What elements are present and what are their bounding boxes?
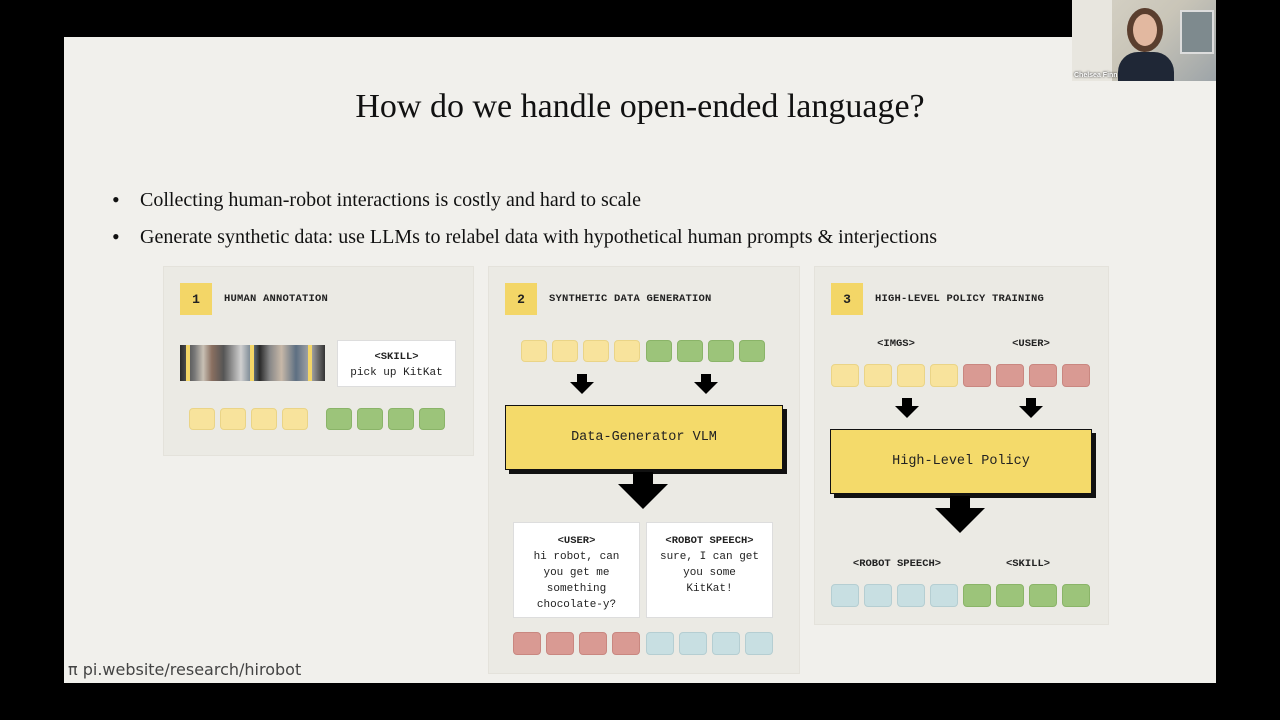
image-token (189, 408, 215, 430)
skill-token (419, 408, 445, 430)
user-text: hi robot, can you get me something choco… (533, 551, 620, 611)
bullet-item: Collecting human-robot interactions is c… (112, 186, 937, 223)
robot-speech-token (897, 584, 925, 607)
bullet-list: Collecting human-robot interactions is c… (112, 186, 937, 260)
footer-link: π pi.website/research/hirobot (68, 660, 302, 679)
skill-token (996, 584, 1024, 607)
skill-token (739, 340, 765, 362)
robot-speech-token (831, 584, 859, 607)
image-token (521, 340, 547, 362)
user-label: <USER> (1012, 338, 1050, 350)
image-token (583, 340, 609, 362)
skill-token (326, 408, 352, 430)
robot-speech-tag: <ROBOT SPEECH> (665, 535, 754, 547)
panel-number: 1 (180, 283, 212, 315)
user-token (1062, 364, 1090, 387)
skill-token (1062, 584, 1090, 607)
panel-title: HIGH-LEVEL POLICY TRAINING (875, 293, 1045, 305)
robot-speech-token (745, 632, 773, 655)
panel-number: 3 (831, 283, 863, 315)
skill-token (677, 340, 703, 362)
user-token (612, 632, 640, 655)
skill-token (708, 340, 734, 362)
image-token (614, 340, 640, 362)
panel-title: HUMAN ANNOTATION (224, 293, 329, 305)
user-token (513, 632, 541, 655)
image-token (831, 364, 859, 387)
image-token (220, 408, 246, 430)
robot-speech-label: <ROBOT SPEECH> (852, 558, 942, 570)
slide-title: How do we handle open-ended language? (355, 88, 925, 125)
user-token (996, 364, 1024, 387)
bullet-item: Generate synthetic data: use LLMs to rel… (112, 223, 937, 260)
user-token (546, 632, 574, 655)
robot-speech-text: sure, I can get you some KitKat! (659, 551, 760, 595)
skill-token (1029, 584, 1057, 607)
robot-speech-token (930, 584, 958, 607)
panel-number: 2 (505, 283, 537, 315)
user-token (1029, 364, 1057, 387)
skill-tag: <SKILL> (374, 351, 419, 363)
image-token (251, 408, 277, 430)
robot-image-strip (180, 345, 325, 381)
robot-speech-token (864, 584, 892, 607)
panel-title: SYNTHETIC DATA GENERATION (549, 293, 712, 305)
robot-speech-token (679, 632, 707, 655)
skill-text: pick up KitKat (350, 367, 443, 379)
user-card: <USER> hi robot, can you get me somethin… (513, 522, 640, 618)
image-token (864, 364, 892, 387)
imgs-label: <IMGS> (877, 338, 915, 350)
data-generator-vlm-box: Data-Generator VLM (505, 405, 783, 470)
user-tag: <USER> (557, 535, 596, 547)
skill-token (357, 408, 383, 430)
speaker-video: Chelsea Finn (1072, 0, 1216, 81)
robot-speech-card: <ROBOT SPEECH> sure, I can get you some … (646, 522, 773, 618)
skill-label: <SKILL> (1005, 558, 1051, 570)
robot-speech-token (712, 632, 740, 655)
robot-speech-token (646, 632, 674, 655)
image-token (552, 340, 578, 362)
skill-token (963, 584, 991, 607)
image-token (930, 364, 958, 387)
speaker-name: Chelsea Finn (1074, 72, 1118, 79)
user-token (963, 364, 991, 387)
skill-token (646, 340, 672, 362)
skill-token (388, 408, 414, 430)
high-level-policy-box: High-Level Policy (830, 429, 1092, 494)
image-token (897, 364, 925, 387)
image-token (282, 408, 308, 430)
skill-card: <SKILL> pick up KitKat (337, 340, 456, 387)
user-token (579, 632, 607, 655)
